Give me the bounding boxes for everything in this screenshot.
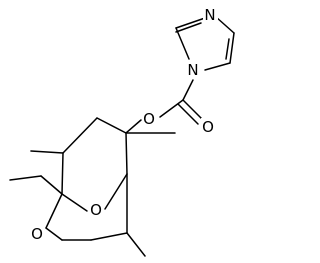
carbamate-group bbox=[125, 79, 204, 134]
bond bbox=[30, 150, 64, 154]
atom-labels: N N O O O O bbox=[30, 6, 218, 243]
chemical-structure: N N O O O O bbox=[9, 6, 235, 257]
bond bbox=[104, 173, 128, 210]
bond bbox=[9, 175, 42, 181]
bond bbox=[125, 119, 142, 134]
bond bbox=[159, 99, 184, 118]
bond bbox=[61, 152, 64, 195]
substituents bbox=[9, 132, 176, 257]
bond bbox=[96, 117, 127, 134]
bond bbox=[90, 232, 128, 241]
atom-label-o: O bbox=[90, 201, 102, 219]
bicyclic-core bbox=[45, 117, 128, 241]
bond bbox=[40, 175, 63, 195]
bond bbox=[229, 32, 235, 64]
bond bbox=[225, 38, 230, 60]
bond bbox=[45, 227, 63, 241]
bond bbox=[204, 62, 231, 71]
bond bbox=[61, 193, 88, 212]
bond bbox=[126, 232, 146, 257]
bond bbox=[175, 22, 202, 33]
bond bbox=[215, 16, 235, 34]
bond bbox=[45, 193, 63, 229]
bond bbox=[182, 99, 204, 121]
imidazole-ring bbox=[175, 16, 235, 71]
atom-label-o: O bbox=[143, 110, 155, 128]
atom-label-n: N bbox=[204, 6, 215, 24]
bond bbox=[175, 17, 206, 29]
molecule-canvas: N N O O O O bbox=[9, 6, 235, 257]
atom-label-o: O bbox=[31, 225, 43, 243]
bond bbox=[182, 79, 194, 101]
atom-label-o: O bbox=[202, 118, 214, 136]
bond bbox=[125, 132, 128, 175]
bond bbox=[62, 117, 98, 154]
bond bbox=[175, 27, 190, 60]
bond bbox=[177, 103, 199, 125]
atom-label-n: N bbox=[187, 61, 198, 79]
